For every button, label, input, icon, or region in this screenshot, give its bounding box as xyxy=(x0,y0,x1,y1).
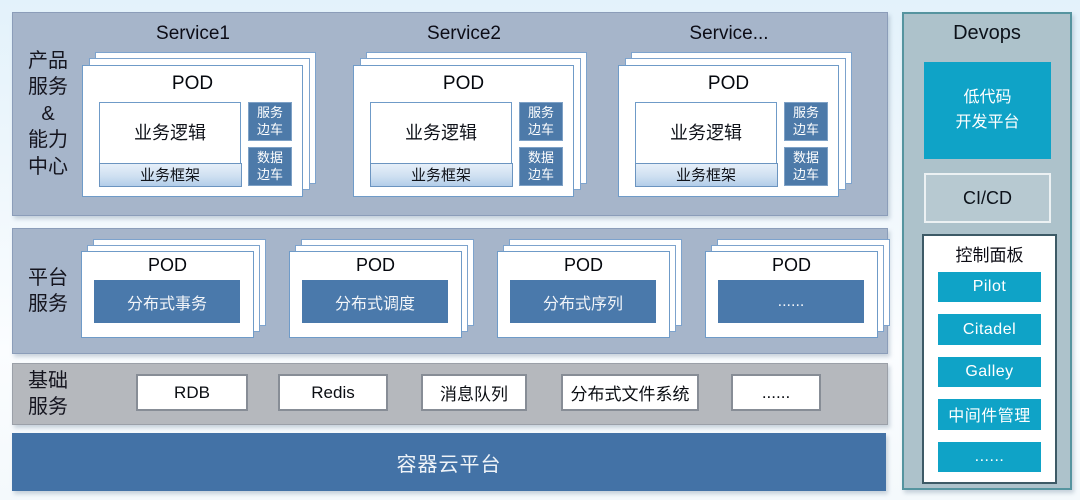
basic-band-label: 基础 服务 xyxy=(28,369,68,418)
data-sidecar-box: 数据 边车 xyxy=(519,147,563,186)
service-group-1: Service1 POD 业务逻辑 业务框架 服务 边车 数据 边车 xyxy=(82,23,304,211)
pod-label: POD xyxy=(171,73,214,94)
business-logic-label: 业务逻辑 xyxy=(670,123,742,143)
devops-title: Devops xyxy=(953,22,1021,44)
service-sidecar-box: 服务 边车 xyxy=(248,102,292,141)
data-sidecar-box: 数据 边车 xyxy=(784,147,828,186)
control-button-galley: Galley xyxy=(938,356,1041,388)
basic-item-redis: Redis xyxy=(278,374,388,411)
pod-label: POD xyxy=(355,255,395,275)
business-framework-bar: 业务框架 xyxy=(98,162,242,187)
service-sidecar-box: 服务 边车 xyxy=(519,102,563,141)
business-logic-label: 业务逻辑 xyxy=(405,123,477,143)
basic-item-more: ...... xyxy=(731,374,821,411)
pod-label: POD xyxy=(442,73,485,94)
platform-pod-value: ...... xyxy=(718,280,864,323)
basic-item-rdb: RDB xyxy=(136,374,248,411)
business-logic-box: 业务逻辑 业务框架 xyxy=(634,102,778,187)
control-panel: 控制面板 Pilot Citadel Galley 中间件管理 ...... xyxy=(922,234,1057,484)
platform-band-label: 平台 服务 xyxy=(28,266,68,315)
band-platform-services: 平台 服务 POD 分布式事务 POD 分布式调度 POD 分布式序列 POD … xyxy=(12,228,888,354)
pod-card: POD 业务逻辑 业务框架 服务 边车 数据 边车 xyxy=(82,65,303,197)
basic-item-message-queue: 消息队列 xyxy=(421,374,527,411)
control-button-pilot: Pilot xyxy=(938,272,1041,303)
sidecar-column: 服务 边车 数据 边车 xyxy=(248,102,292,186)
platform-pod-value: 分布式调度 xyxy=(302,280,448,323)
business-framework-bar: 业务框架 xyxy=(634,162,778,187)
cicd-box: CI/CD xyxy=(924,173,1051,223)
service-sidecar-box: 服务 边车 xyxy=(784,102,828,141)
business-logic-box: 业务逻辑 业务框架 xyxy=(369,102,513,187)
band-basic-services: 基础 服务 RDB Redis 消息队列 分布式文件系统 ...... xyxy=(12,363,888,425)
pod-content: 业务逻辑 业务框架 服务 边车 数据 边车 xyxy=(634,102,828,187)
pod-label: POD xyxy=(563,255,603,275)
pod-stack: POD 业务逻辑 业务框架 服务 边车 数据 边车 xyxy=(353,65,574,197)
container-cloud-label: 容器云平台 xyxy=(396,453,502,476)
devops-column: Devops 低代码 开发平台 CI/CD 控制面板 Pilot Citadel… xyxy=(902,12,1072,490)
platform-pod-stack: POD ...... xyxy=(705,251,878,338)
service-title: Service1 xyxy=(156,23,230,44)
service-title: Service... xyxy=(689,23,769,44)
band-container-cloud: 容器云平台 xyxy=(12,433,886,491)
data-sidecar-box: 数据 边车 xyxy=(248,147,292,186)
pod-content: 业务逻辑 业务框架 服务 边车 数据 边车 xyxy=(98,102,292,187)
control-panel-title: 控制面板 xyxy=(955,246,1024,265)
control-button-citadel: Citadel xyxy=(938,314,1041,345)
pod-label: POD xyxy=(147,255,187,275)
control-button-more: ...... xyxy=(938,441,1041,473)
platform-pod-stack: POD 分布式事务 xyxy=(81,251,254,338)
pod-stack: POD 业务逻辑 业务框架 服务 边车 数据 边车 xyxy=(82,65,303,197)
low-code-platform-box: 低代码 开发平台 xyxy=(924,62,1051,159)
pod-label: POD xyxy=(771,255,811,275)
service-group-2: Service2 POD 业务逻辑 业务框架 服务 边车 数据 边车 xyxy=(353,23,575,211)
pod-card: POD 业务逻辑 业务框架 服务 边车 数据 边车 xyxy=(618,65,839,197)
control-button-middleware: 中间件管理 xyxy=(938,399,1041,430)
platform-pod-card: POD ...... xyxy=(705,251,878,338)
service-group-more: Service... POD 业务逻辑 业务框架 服务 边车 数据 边车 xyxy=(618,23,840,211)
pod-content: 业务逻辑 业务框架 服务 边车 数据 边车 xyxy=(369,102,563,187)
pod-stack: POD 业务逻辑 业务框架 服务 边车 数据 边车 xyxy=(618,65,839,197)
platform-pod-value: 分布式序列 xyxy=(510,280,656,323)
business-logic-box: 业务逻辑 业务框架 xyxy=(98,102,242,187)
platform-pod-card: POD 分布式序列 xyxy=(497,251,670,338)
platform-pod-card: POD 分布式调度 xyxy=(289,251,462,338)
pod-card: POD 业务逻辑 业务框架 服务 边车 数据 边车 xyxy=(353,65,574,197)
platform-pod-stack: POD 分布式调度 xyxy=(289,251,462,338)
sidecar-column: 服务 边车 数据 边车 xyxy=(519,102,563,186)
control-panel-buttons: Pilot Citadel Galley 中间件管理 ...... xyxy=(938,272,1041,473)
basic-item-distributed-fs: 分布式文件系统 xyxy=(561,374,699,411)
platform-pod-stack: POD 分布式序列 xyxy=(497,251,670,338)
pod-label: POD xyxy=(707,73,750,94)
platform-pod-value: 分布式事务 xyxy=(94,280,240,323)
sidecar-column: 服务 边车 数据 边车 xyxy=(784,102,828,186)
service-title: Service2 xyxy=(427,23,501,44)
business-framework-bar: 业务框架 xyxy=(369,162,513,187)
business-logic-label: 业务逻辑 xyxy=(134,123,206,143)
platform-pod-card: POD 分布式事务 xyxy=(81,251,254,338)
band-product-services: 产品 服务 & 能力 中心 Service1 POD 业务逻辑 业务框架 服务 … xyxy=(12,12,888,216)
products-band-label: 产品 服务 & 能力 中心 xyxy=(28,50,68,178)
